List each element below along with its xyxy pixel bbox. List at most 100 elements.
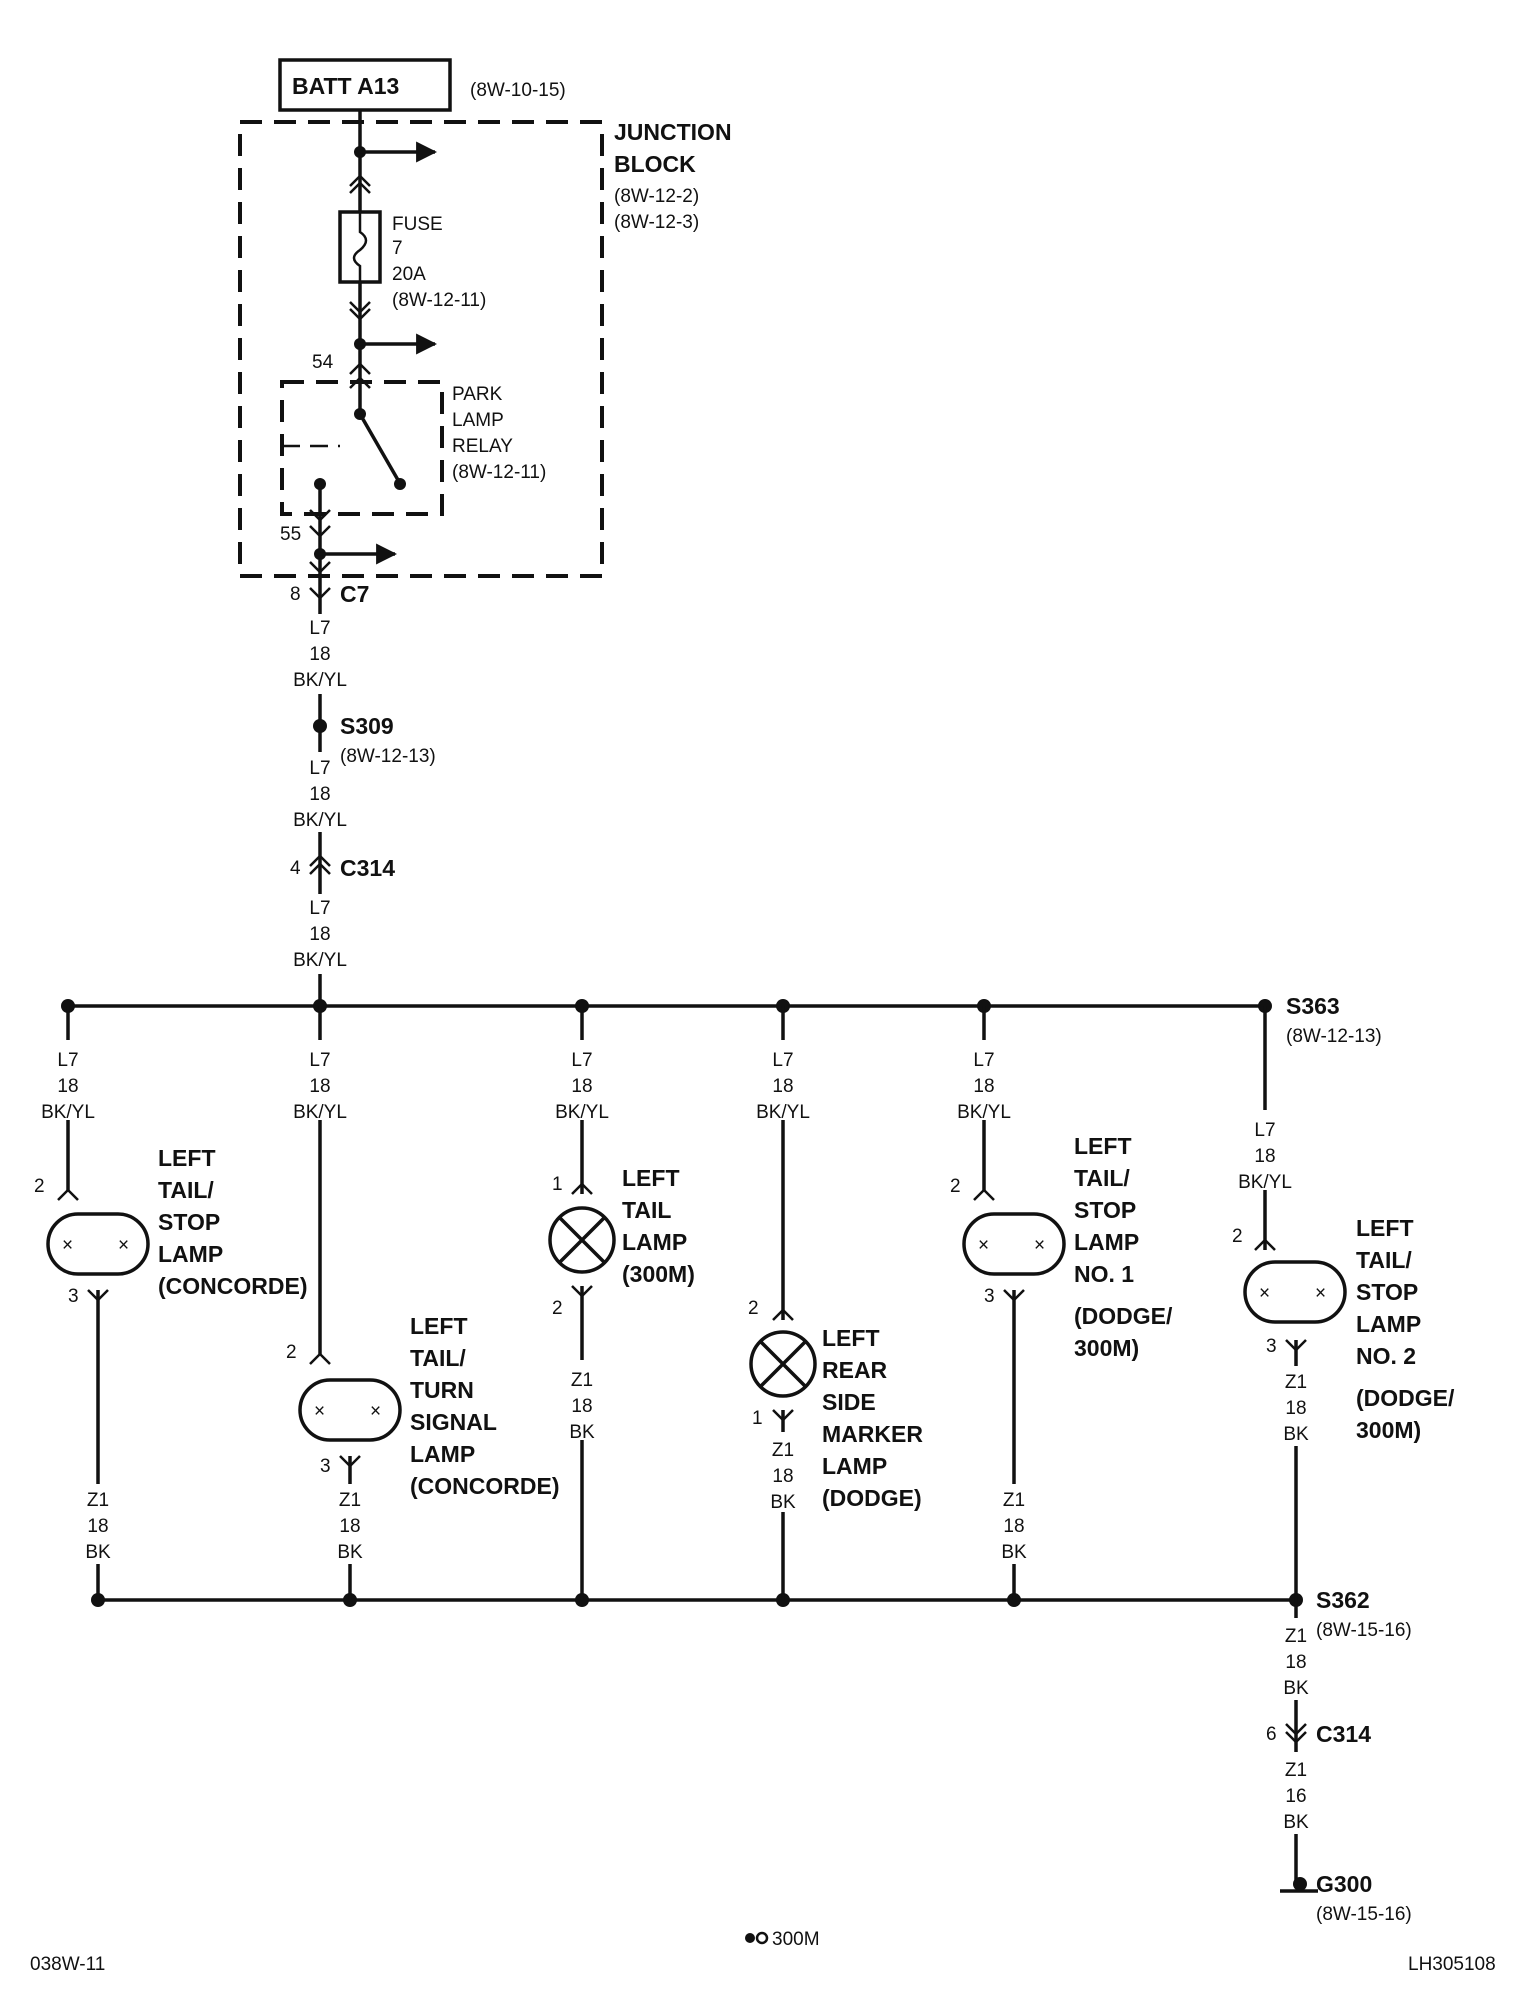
wire-color: BK/YL (293, 810, 347, 831)
pin-in: 2 (1232, 1226, 1243, 1247)
wire-color: BK (337, 1542, 363, 1563)
wire-circuit: Z1 (339, 1490, 361, 1511)
relay-pin-out: 55 (280, 524, 301, 545)
s309-name: S309 (340, 713, 394, 739)
lamp-left-rear-side-marker-dodge: L7 18 BK/YL 2 1 LEFT REAR SIDE MARKER LA… (748, 1006, 923, 1600)
feed-wire (349, 110, 438, 212)
wire-circuit: L7 (571, 1050, 592, 1071)
wire-color: BK (1283, 1812, 1309, 1833)
filament-icon: × (314, 1401, 325, 1422)
wire-gauge: 18 (309, 924, 330, 945)
lamp-label: NO. 1 (1074, 1261, 1134, 1287)
c7-name: C7 (340, 581, 369, 607)
lamp-label: (CONCORDE) (158, 1273, 308, 1299)
wire-gauge: 18 (973, 1076, 994, 1097)
c314-top-name: C314 (340, 855, 395, 881)
ground-icon (1280, 1877, 1318, 1893)
c314-bottom-pin: 6 (1266, 1724, 1277, 1745)
wire-gauge: 18 (309, 784, 330, 805)
wire-color: BK (1001, 1542, 1027, 1563)
wire-circuit: Z1 (1285, 1760, 1307, 1781)
wire-circuit: L7 (973, 1050, 994, 1071)
lamp-label: SIGNAL (410, 1409, 497, 1435)
c314-bottom-name: C314 (1316, 1721, 1371, 1747)
filament-icon: × (1259, 1283, 1270, 1304)
wire-gauge: 16 (1285, 1786, 1306, 1807)
wire-circuit: L7 (309, 1050, 330, 1071)
fuse-rating: 20A (392, 264, 426, 285)
lamp-label: TAIL/ (1074, 1165, 1130, 1191)
fuse-label: FUSE (392, 214, 443, 235)
relay-out-wire: 55 8 C7 (280, 520, 398, 607)
lamp-label: LAMP (410, 1441, 475, 1467)
wire-circuit: L7 (309, 758, 330, 779)
wire-gauge: 18 (772, 1076, 793, 1097)
pin-out: 3 (1266, 1336, 1277, 1357)
wire-color: BK/YL (293, 1102, 347, 1123)
relay-ref: (8W-12-11) (452, 462, 546, 483)
pin-out: 3 (320, 1456, 331, 1477)
relay-title-3: RELAY (452, 436, 513, 457)
lamp-label: TURN (410, 1377, 474, 1403)
junction-block-ref-1: (8W-12-2) (614, 186, 699, 207)
wire-circuit: L7 (57, 1050, 78, 1071)
footer-right: LH305108 (1408, 1954, 1496, 1975)
wire-gauge: 18 (1285, 1398, 1306, 1419)
wire-color: BK (569, 1422, 595, 1443)
lamp-label: (DODGE/ (1356, 1385, 1455, 1411)
filament-icon: × (1315, 1283, 1326, 1304)
lamp-label: LEFT (622, 1165, 680, 1191)
footer-center: 300M (772, 1929, 820, 1950)
s362-name: S362 (1316, 1587, 1370, 1613)
wire-color: BK (1283, 1424, 1309, 1445)
c314-top-pin: 4 (290, 858, 301, 879)
wire-gauge: 18 (1285, 1652, 1306, 1673)
lamp-label: TAIL/ (1356, 1247, 1412, 1273)
wire-gauge: 18 (1254, 1146, 1275, 1167)
c7-pin: 8 (290, 584, 301, 605)
fuse-ref: (8W-12-11) (392, 290, 486, 311)
footer-left: 038W-11 (30, 1954, 105, 1975)
fuse-number: 7 (392, 238, 403, 259)
s362-ref: (8W-15-16) (1316, 1620, 1412, 1641)
lamp-label: LAMP (1074, 1229, 1139, 1255)
pin-in: 2 (286, 1342, 297, 1363)
wire-color: BK/YL (555, 1102, 609, 1123)
lamp-label: TAIL/ (410, 1345, 466, 1371)
wire-circuit: L7 (309, 898, 330, 919)
junction-block-title-1: JUNCTION (614, 119, 732, 145)
relay-title-2: LAMP (452, 410, 504, 431)
wire-color: BK (1283, 1678, 1309, 1699)
wire-circuit: Z1 (87, 1490, 109, 1511)
wire-color: BK/YL (293, 950, 347, 971)
batt-source: BATT A13 (8W-10-15) (278, 58, 566, 112)
wire-color: BK (770, 1492, 796, 1513)
filament-icon: × (370, 1401, 381, 1422)
wire-circuit: Z1 (772, 1440, 794, 1461)
pin-out: 3 (68, 1286, 79, 1307)
fuse-7: FUSE 7 20A (8W-12-11) (338, 210, 486, 311)
wire-circuit: Z1 (1003, 1490, 1025, 1511)
lamp-label: LAMP (622, 1229, 687, 1255)
wire-circuit: Z1 (571, 1370, 593, 1391)
lamp-label: MARKER (822, 1421, 923, 1447)
g300-ref: (8W-15-16) (1316, 1904, 1412, 1925)
ground-path: Z1 18 BK 6 C314 Z1 16 BK G300 (8W-15-16) (1266, 1600, 1412, 1925)
wire-gauge: 18 (57, 1076, 78, 1097)
pin-out: 2 (552, 1298, 563, 1319)
lamp-label: (DODGE/ (1074, 1303, 1173, 1329)
wire-color: BK/YL (756, 1102, 810, 1123)
batt-label: BATT A13 (292, 73, 399, 99)
lamp-label: SIDE (822, 1389, 876, 1415)
junction-block: JUNCTION BLOCK (8W-12-2) (8W-12-3) (238, 119, 732, 578)
pin-in: 1 (552, 1174, 563, 1195)
fuse-out-wire: 54 (312, 282, 438, 378)
bottom-bus: S362 (8W-15-16) (91, 1587, 1412, 1641)
wire-color: BK/YL (1238, 1172, 1292, 1193)
wire-gauge: 18 (571, 1396, 592, 1417)
lamp-label: LAMP (1356, 1311, 1421, 1337)
lamp-label: (DODGE) (822, 1485, 922, 1511)
filament-icon: × (978, 1235, 989, 1256)
lamp-left-tail-stop-concorde: L7 18 BK/YL 2 × × 3 LEFT TAIL/ STOP LAMP… (34, 1006, 308, 1600)
wire-color: BK/YL (41, 1102, 95, 1123)
